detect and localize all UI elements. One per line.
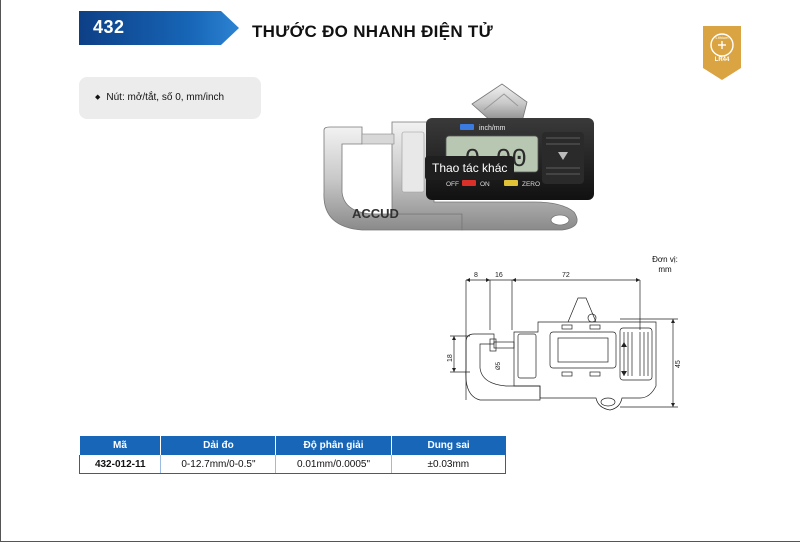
spec-table: Mã Dải đo Độ phân giải Dung sai 432-012-… bbox=[78, 436, 507, 474]
bullet-icon: ◆ bbox=[95, 94, 101, 101]
unit-label-line1: Đơn vị: bbox=[652, 255, 678, 264]
brand-logo: ACCUD bbox=[352, 206, 399, 221]
col-header-tolerance: Dung sai bbox=[391, 436, 506, 455]
dim-8: 8 bbox=[474, 272, 478, 279]
dim-16: 16 bbox=[495, 272, 503, 279]
feature-text: Nút: mở/tắt, số 0, mm/inch bbox=[106, 92, 225, 103]
dim-18: 18 bbox=[447, 354, 454, 362]
cell-resolution: 0.01mm/0.0005" bbox=[275, 455, 392, 474]
dimension-diagram: 8 16 72 18 45 Ø5 bbox=[440, 250, 690, 420]
dim-45: 45 bbox=[675, 360, 682, 368]
col-header-code: Mã bbox=[79, 436, 162, 455]
button-on-label: ON bbox=[480, 181, 490, 188]
table-row: 432-012-11 0-12.7mm/0-0.5" 0.01mm/0.0005… bbox=[78, 455, 507, 474]
page-title: THƯỚC ĐO NHANH ĐIỆN TỬ bbox=[252, 22, 494, 41]
feature-box: ◆ Nút: mở/tắt, số 0, mm/inch bbox=[79, 77, 261, 119]
section-number: 432 bbox=[93, 17, 125, 37]
battery-badge: Lithium LR44 bbox=[701, 26, 743, 80]
banner-shape bbox=[79, 11, 239, 45]
cell-range: 0-12.7mm/0-0.5" bbox=[160, 455, 277, 474]
technical-drawing: 8 16 72 18 45 Ø5 bbox=[447, 272, 682, 411]
col-header-range: Dải đo bbox=[160, 436, 277, 455]
dim-72: 72 bbox=[562, 272, 570, 279]
more-actions-tooltip[interactable]: Thao tác khác bbox=[425, 156, 515, 180]
unit-label-line2: mm bbox=[658, 265, 672, 274]
feature-item: ◆ Nút: mở/tắt, số 0, mm/inch bbox=[95, 92, 224, 103]
zero-button bbox=[504, 180, 518, 186]
cell-tolerance: ±0.03mm bbox=[391, 455, 507, 474]
page-border-left bbox=[0, 0, 1, 542]
dim-diameter-5: Ø5 bbox=[496, 361, 502, 370]
battery-icon bbox=[703, 26, 741, 80]
cell-code: 432-012-11 bbox=[78, 455, 162, 474]
button-off-label: OFF bbox=[446, 181, 459, 188]
on-off-button bbox=[462, 180, 476, 186]
units-label: inch/mm bbox=[479, 125, 506, 132]
table-header-row: Mã Dải đo Độ phân giải Dung sai bbox=[79, 436, 506, 455]
unit-label: Đơn vị: mm bbox=[648, 255, 682, 275]
col-header-resolution: Độ phân giải bbox=[275, 436, 392, 455]
battery-label: LR44 bbox=[714, 57, 730, 63]
battery-type: Lithium bbox=[715, 35, 729, 40]
button-zero-label: ZERO bbox=[522, 181, 540, 188]
section-number-banner: 432 bbox=[79, 11, 239, 45]
